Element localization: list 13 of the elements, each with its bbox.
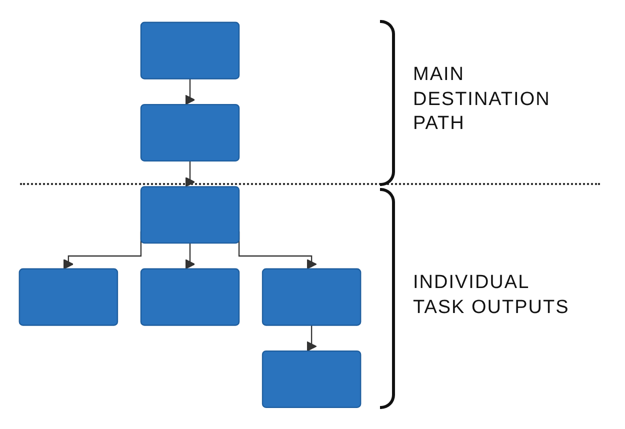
arrow — [306, 324, 317, 352]
node-folder — [18, 268, 118, 326]
node-folder — [140, 186, 240, 244]
node-folder — [140, 268, 240, 326]
node-folder — [140, 104, 240, 162]
node-folder — [262, 268, 362, 326]
arrow — [184, 78, 196, 105]
arrow — [184, 242, 196, 269]
group-label: INDIVIDUAL TASK OUTPUTS — [413, 270, 570, 320]
group-label: MAIN DESTINATION PATH — [413, 62, 552, 136]
node-folder — [140, 21, 240, 79]
node-folder — [262, 350, 362, 408]
arrow — [184, 160, 196, 187]
